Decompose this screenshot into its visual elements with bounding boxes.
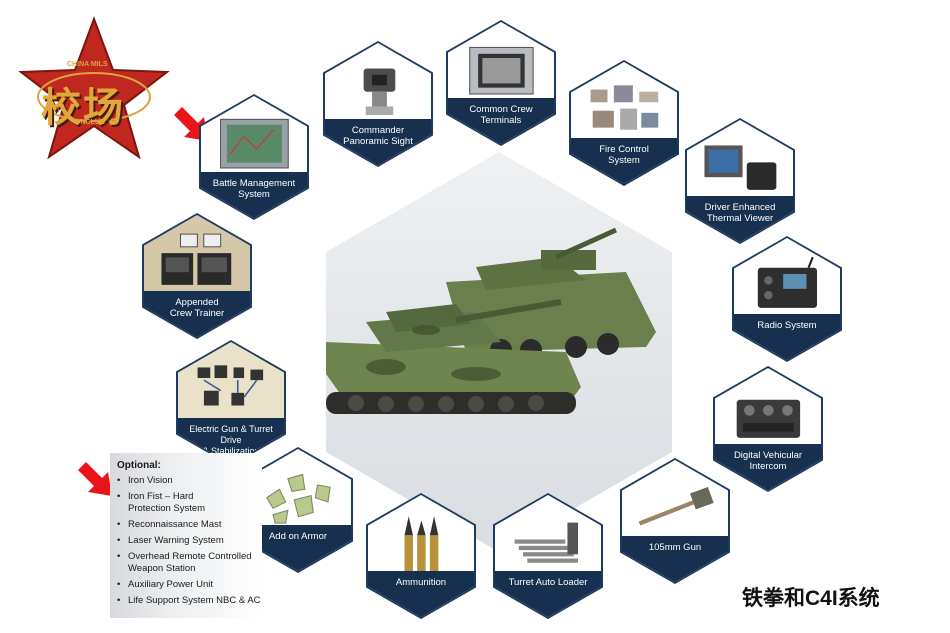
module-label: Commander Panoramic Sight <box>325 118 431 165</box>
logo: CHINA MILS 校场 ONCLUB <box>15 15 173 161</box>
fire-control-components-icon <box>590 85 658 130</box>
armor-plates-icon <box>265 473 331 524</box>
module-label: Digital Vehicular Intercom <box>715 443 821 490</box>
module-label: Fire Control System <box>571 137 677 184</box>
module-fire-control-system[interactable]: Fire Control System <box>569 60 679 186</box>
ammunition-rounds-icon <box>404 516 438 572</box>
module-label: Ammunition <box>368 570 474 617</box>
optional-features-panel: Optional: Iron Vision Iron Fist – Hard P… <box>110 453 262 618</box>
optional-item: Auxiliary Power Unit <box>117 579 261 591</box>
module-battle-management-system[interactable]: Battle Management System <box>199 94 309 220</box>
optional-item: Iron Fist – Hard Protection System <box>117 491 261 515</box>
module-electric-gun-turret-drive[interactable]: Electric Gun & Turret Drive & Stabilizat… <box>176 340 286 466</box>
optional-item: Life Support System NBC & AC <box>117 595 261 607</box>
module-common-crew-terminals[interactable]: Common Crew Terminals <box>446 20 556 146</box>
turret-drive-components-icon <box>197 365 263 406</box>
thermal-viewer-icon <box>704 145 776 190</box>
module-driver-enhanced-thermal-viewer[interactable]: Driver Enhanced Thermal Viewer <box>685 118 795 244</box>
periscope-sight-icon <box>363 68 395 116</box>
module-radio-system[interactable]: Radio System <box>732 236 842 362</box>
logo-ring-top: CHINA MILS <box>67 61 108 68</box>
optional-item: Reconnaissance Mast <box>117 519 261 531</box>
tablet-display-icon <box>219 118 289 169</box>
logo-ring-bottom: ONCLUB <box>75 119 105 126</box>
radio-unit-icon <box>757 256 817 308</box>
module-digital-vehicular-intercom[interactable]: Digital Vehicular Intercom <box>713 366 823 492</box>
module-label: 105mm Gun <box>622 535 728 582</box>
auto-loader-icon <box>514 522 578 563</box>
module-appended-crew-trainer[interactable]: Appended Crew Trainer <box>142 213 252 339</box>
crew-trainer-icon <box>161 233 231 285</box>
optional-item: Overhead Remote Controlled Weapon Statio… <box>117 551 261 575</box>
crew-terminal-display-icon <box>468 47 534 95</box>
module-label: Radio System <box>734 313 840 360</box>
logo-text: 校场 <box>41 84 125 131</box>
optional-item: Laser Warning System <box>117 535 261 547</box>
module-label: Appended Crew Trainer <box>144 290 250 337</box>
intercom-unit-icon <box>736 399 800 438</box>
module-label: Turret Auto Loader <box>495 570 601 617</box>
caption-text: 铁拳和C4I系统 <box>742 587 880 610</box>
module-label: Battle Management System <box>201 171 307 218</box>
module-label: Common Crew Terminals <box>448 97 554 144</box>
optional-item: Iron Vision <box>117 475 261 487</box>
module-commander-panoramic-sight[interactable]: Commander Panoramic Sight <box>323 41 433 167</box>
module-105mm-gun[interactable]: 105mm Gun <box>620 458 730 584</box>
tank-and-8x8-vehicle-icon <box>326 227 656 414</box>
gun-barrel-icon <box>638 487 714 526</box>
optional-list: Iron Vision Iron Fist – Hard Protection … <box>117 475 261 611</box>
red-arrow-icon <box>78 462 112 496</box>
optional-title: Optional: <box>117 460 161 471</box>
module-label: Driver Enhanced Thermal Viewer <box>687 195 793 242</box>
